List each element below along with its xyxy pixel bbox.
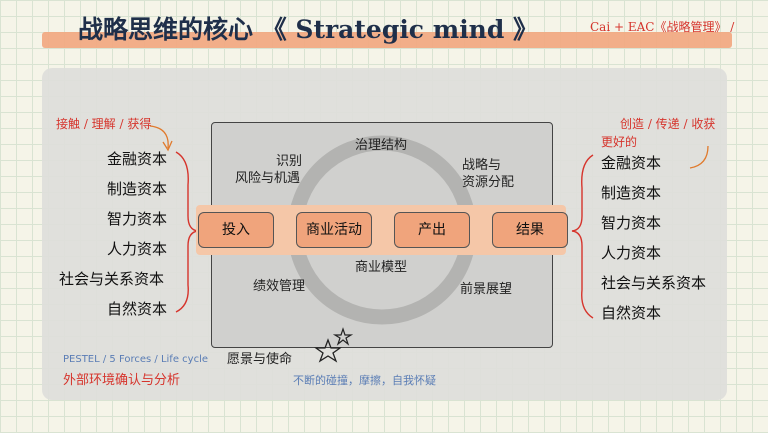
title-highlight-bar: [42, 32, 732, 48]
risk-label-line1: 识别: [276, 154, 303, 169]
right-brace: [571, 154, 594, 319]
right-curve-arrow: [689, 145, 709, 169]
left-capital-natural: 自然资本: [107, 300, 168, 318]
left-brace: [175, 151, 199, 313]
flow-outcome: 结果: [492, 212, 568, 248]
right-capital-social: 社会与关系资本: [601, 274, 707, 292]
risk-label-line2: 风险与机遇: [235, 171, 301, 186]
flow-input: 投入: [198, 212, 274, 248]
star-icon: [313, 338, 343, 363]
governance-label: 治理结构: [355, 138, 408, 153]
right-capital-financial: 金融资本: [601, 154, 662, 172]
flow-output: 产出: [394, 212, 470, 248]
strategy-label-line1: 战略与: [462, 158, 502, 173]
external-analysis-label: 外部环境确认与分析: [63, 373, 181, 388]
right-capital-intellectual: 智力资本: [601, 214, 662, 232]
reflection-note: 不断的碰撞，摩擦，自我怀疑: [293, 374, 436, 387]
mission-label: 愿景与使命: [227, 352, 293, 367]
business-model-label: 商业模型: [355, 260, 408, 275]
star-small-icon: [332, 327, 354, 346]
flow-business-activities: 商业活动: [296, 212, 372, 248]
right-capital-natural: 自然资本: [601, 304, 662, 322]
left-capital-intellectual: 智力资本: [107, 210, 168, 228]
framework-note: PESTEL / 5 Forces / Life cycle: [63, 354, 208, 365]
credit-text: Cai + EAC《战略管理》 /: [590, 20, 735, 34]
right-note: 创造 / 传递 / 收获: [620, 117, 716, 131]
left-capital-social: 社会与关系资本: [59, 270, 165, 288]
left-curve-arrow: [149, 125, 169, 149]
performance-label: 绩效管理: [253, 279, 306, 294]
right-capital-manufactured: 制造资本: [601, 184, 662, 202]
outlook-label: 前景展望: [460, 282, 513, 297]
right-capital-human: 人力资本: [601, 244, 662, 262]
page-title: 战略思维的核心 《 Strategic mind 》: [78, 15, 539, 44]
left-note: 接触 / 理解 / 获得: [56, 117, 152, 131]
strategy-label-line2: 资源分配: [462, 175, 515, 190]
left-capital-financial: 金融资本: [107, 150, 168, 168]
left-capital-human: 人力资本: [107, 240, 168, 258]
better-label: 更好的: [601, 135, 638, 149]
left-capital-manufactured: 制造资本: [107, 180, 168, 198]
